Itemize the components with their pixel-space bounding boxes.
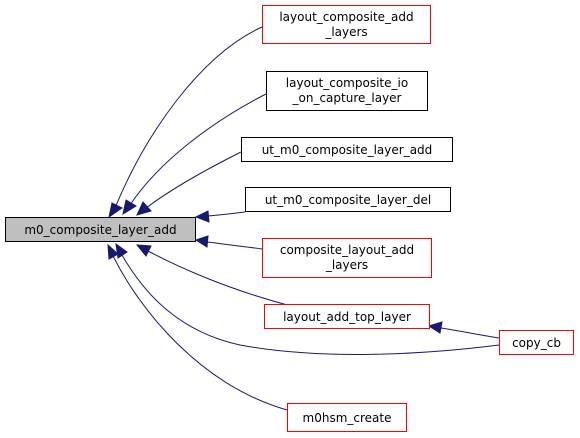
node-copy-cb[interactable]: copy_cb: [499, 330, 574, 355]
node-label: ut_m0_composite_layer_del: [265, 193, 431, 207]
node-label-line: composite_layout_add: [280, 243, 414, 257]
arrowhead-icon: [427, 321, 443, 334]
node-layout-composite-io-on-capture-layer[interactable]: layout_composite_io _on_capture_layer: [266, 71, 428, 111]
arrowhead-icon: [107, 243, 119, 260]
arrowhead-icon: [115, 242, 128, 259]
node-label-line: _layers: [325, 258, 368, 272]
edge-layout-add-top-layer-to-root: [147, 250, 292, 307]
node-ut-m0-composite-layer-add[interactable]: ut_m0_composite_layer_add: [241, 137, 453, 162]
node-label-line: layout_composite_io: [286, 76, 408, 90]
edge-layout-composite-add-layers-to-root: [114, 26, 263, 209]
node-ut-m0-composite-layer-del[interactable]: ut_m0_composite_layer_del: [245, 187, 451, 212]
edges: [107, 26, 500, 411]
node-layout-add-top-layer[interactable]: layout_add_top_layer: [264, 304, 430, 329]
node-label: layout_add_top_layer: [283, 310, 411, 324]
edge-ut-layer-add-to-root: [145, 151, 242, 209]
node-label: ut_m0_composite_layer_add: [262, 143, 433, 157]
node-label-line: _on_capture_layer: [292, 91, 402, 105]
edge-m0hsm-create-to-root: [112, 255, 288, 411]
edge-copy-cb-to-layout-add-top-layer: [440, 327, 500, 339]
arrowhead-icon: [135, 244, 152, 257]
arrowhead-icon: [108, 202, 123, 219]
node-m0hsm-create[interactable]: m0hsm_create: [287, 403, 407, 432]
arrowhead-icon: [136, 201, 152, 216]
node-label-line: layout_composite_add: [279, 10, 413, 24]
arrowhead-icon: [122, 199, 137, 216]
node-layout-composite-add-layers[interactable]: layout_composite_add _layers: [262, 5, 431, 44]
edge-composite-layout-add-layers-to-root: [207, 241, 263, 250]
edge-layout-composite-io-to-root: [129, 93, 267, 206]
node-label: copy_cb: [512, 336, 561, 350]
node-label: m0_composite_layer_add: [24, 223, 176, 237]
arrowhead-icon: [194, 235, 209, 248]
node-label-line: _layers: [324, 25, 367, 39]
edge-ut-layer-del-to-root: [207, 211, 246, 217]
arrowhead-icon: [194, 210, 210, 223]
node-root-m0-composite-layer-add[interactable]: m0_composite_layer_add: [5, 217, 196, 242]
edge-copy-cb-to-root: [121, 254, 500, 355]
node-composite-layout-add-layers[interactable]: composite_layout_add _layers: [262, 238, 432, 278]
node-label: m0hsm_create: [303, 411, 392, 425]
